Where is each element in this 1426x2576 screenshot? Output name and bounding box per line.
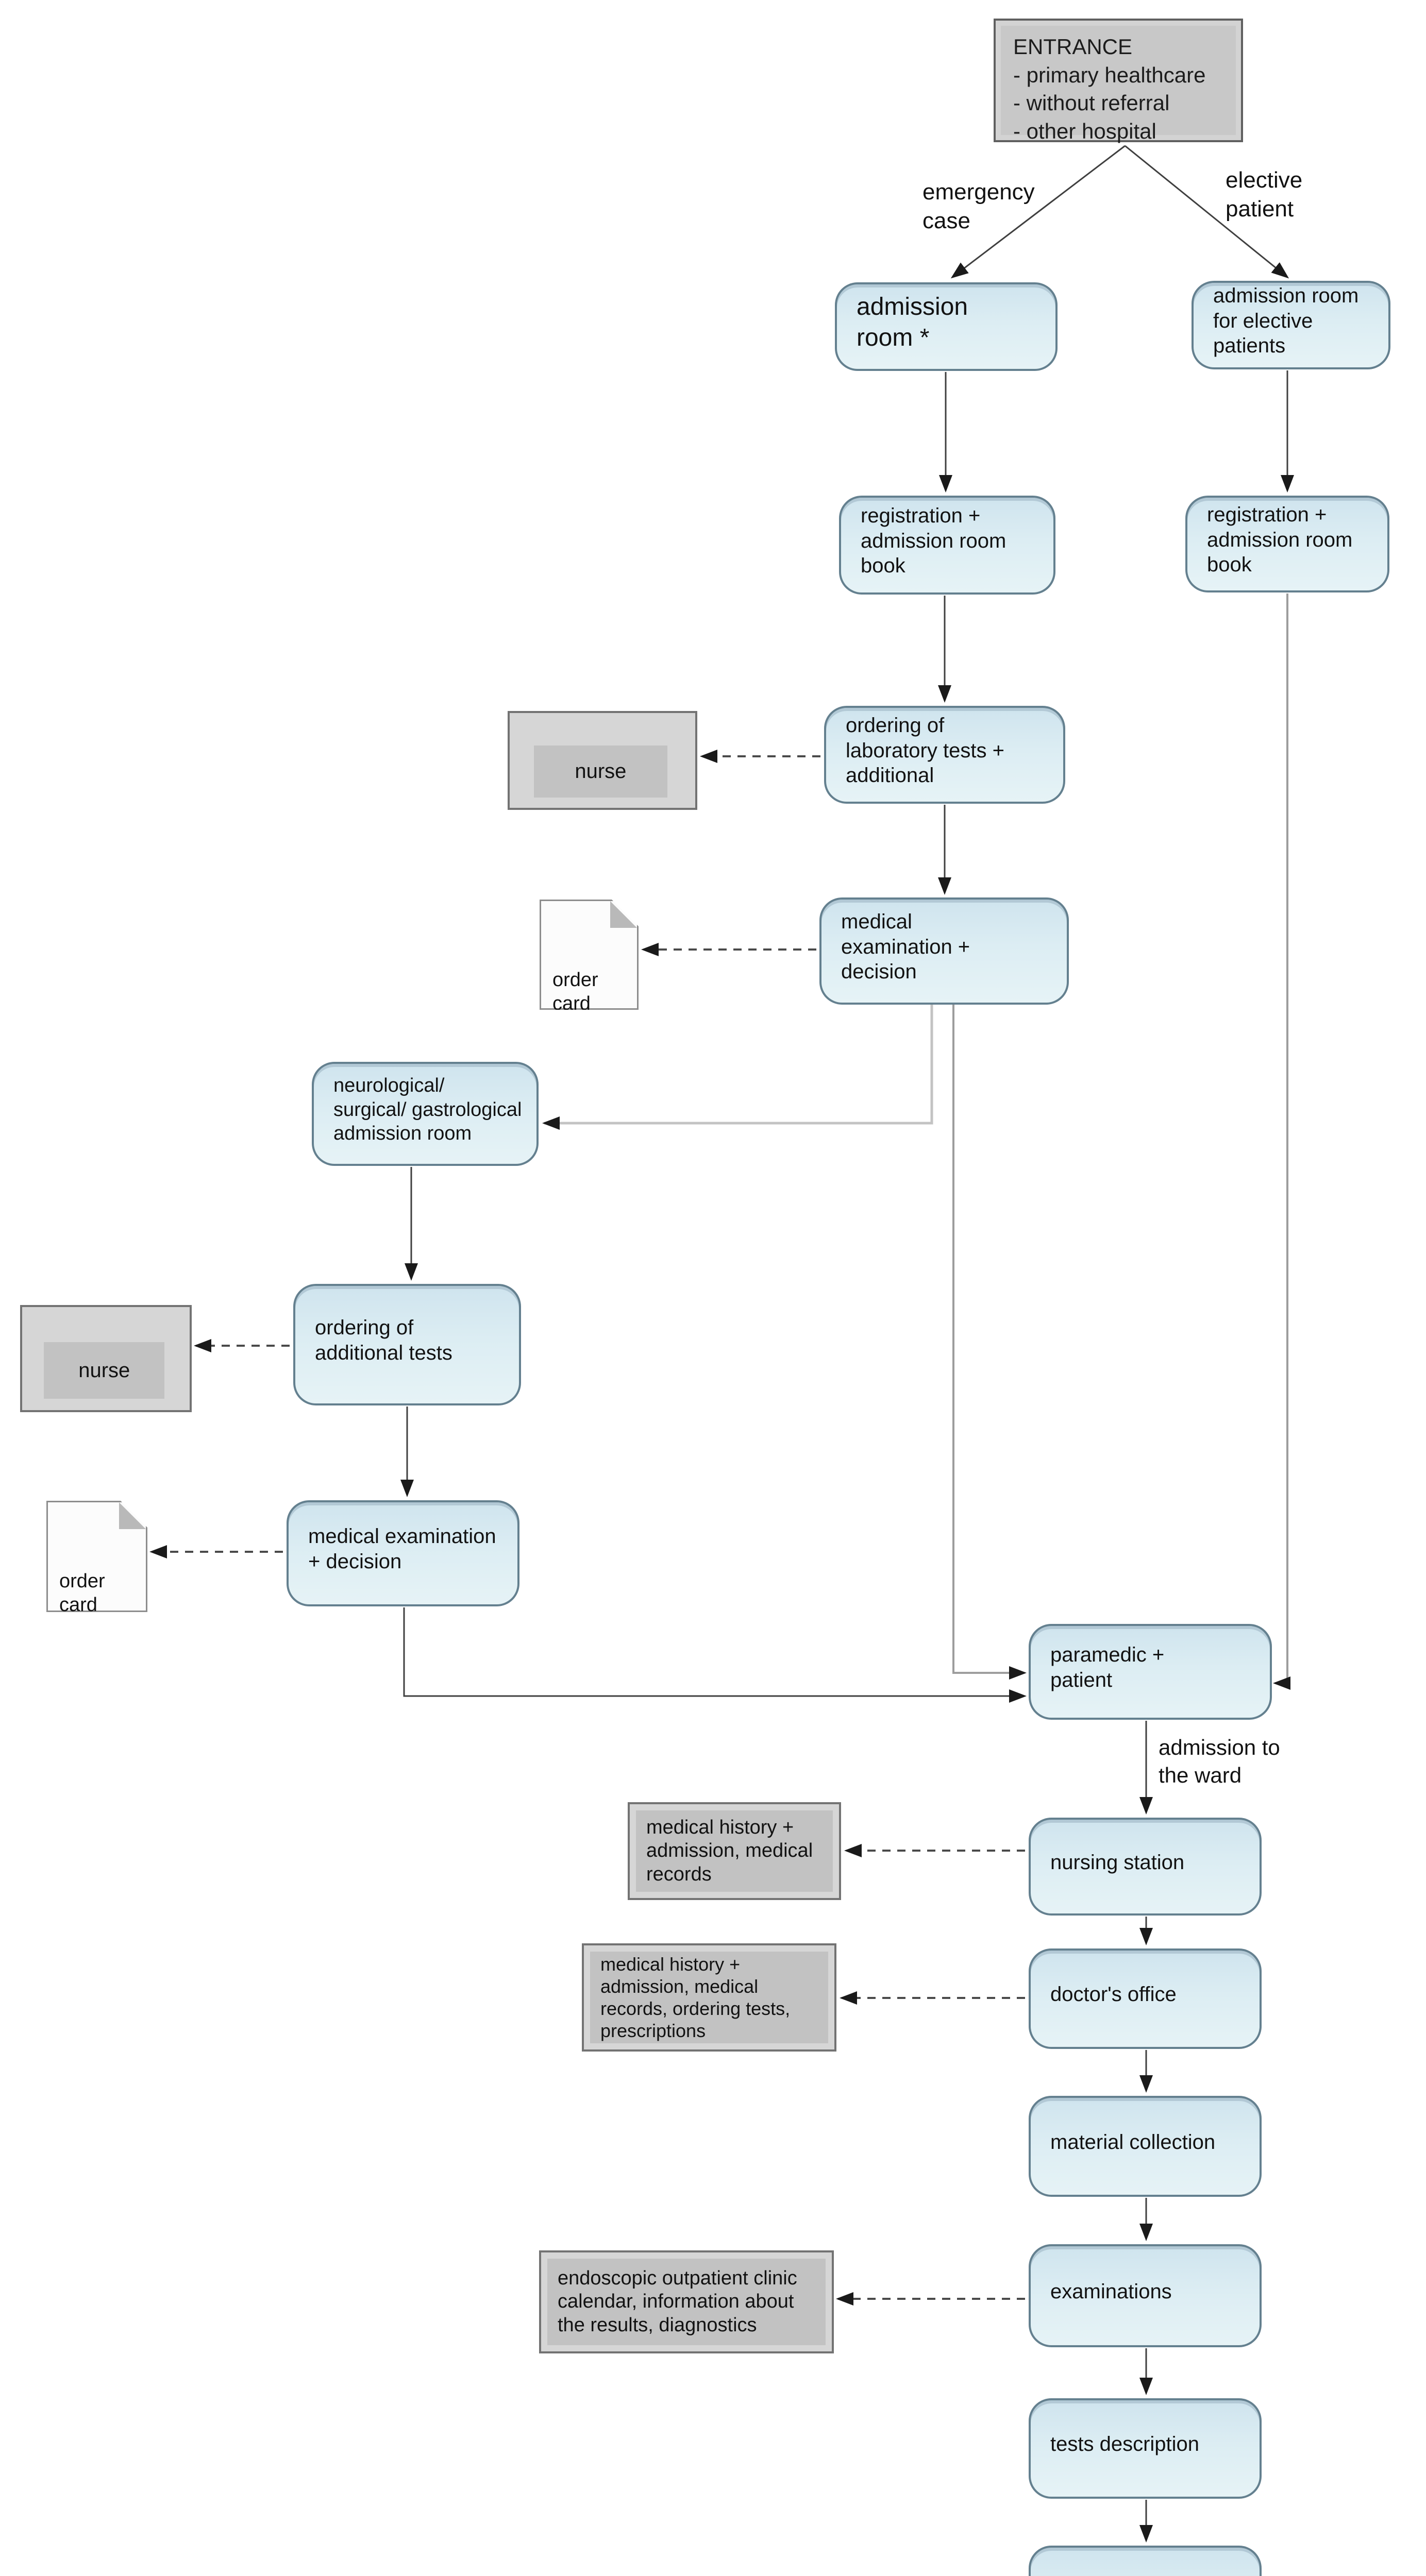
- edge-label-admission-to-ward: admission to the ward: [1159, 1735, 1280, 1787]
- document-endoscopic-info: endoscopic outpatient clinic calendar, i…: [539, 2250, 834, 2353]
- document-order-card-2: order card: [46, 1501, 147, 1612]
- edge-entrance-admission-room-elective: [1125, 145, 1289, 279]
- node-material-collection: material collection: [1029, 2096, 1262, 2197]
- node-medical-exam-2: medical examination + decision: [287, 1500, 519, 1606]
- document-records-doctor: medical history + admission, medical rec…: [582, 1943, 836, 2052]
- document-endoscopic-info-label: endoscopic outpatient clinic calendar, i…: [547, 2259, 826, 2345]
- edge-entrance-admission-room: [950, 145, 1126, 279]
- document-order-card-2-label: order card: [59, 1570, 105, 1616]
- node-doctors-office: doctor's office: [1029, 1948, 1262, 2049]
- node-paramedic-patient: paramedic + patient: [1029, 1624, 1272, 1720]
- node-admission-room-elective: admission room for elective patients: [1192, 281, 1390, 369]
- document-order-card-1: order card: [540, 900, 639, 1010]
- edge-medical-exam-1-neuro: [542, 1005, 933, 1130]
- actor-nurse-top: nurse: [508, 711, 697, 810]
- node-neuro-admission-room: neurological/ surgical/ gastrological ad…: [312, 1062, 539, 1166]
- document-records-nursing-label: medical history + admission, medical rec…: [636, 1810, 833, 1892]
- node-examinations: examinations: [1029, 2244, 1262, 2347]
- actor-nurse-left: nurse: [20, 1305, 192, 1412]
- node-ordering-additional-tests: ordering of additional tests: [293, 1284, 521, 1405]
- edge-medical-exam-2-paramedic: [403, 1607, 1027, 1703]
- document-order-card-1-label: order card: [552, 969, 598, 1014]
- actor-nurse-left-label: nurse: [44, 1342, 165, 1399]
- actor-nurse-top-label: nurse: [533, 745, 667, 798]
- node-entrance: ENTRANCE - primary healthcare - without …: [994, 19, 1243, 143]
- node-nursing-station: nursing station: [1029, 1818, 1262, 1916]
- node-ordering-lab-tests: ordering of laboratory tests + additiona…: [824, 706, 1065, 804]
- node-registration-emergency: registration + admission room book: [839, 496, 1055, 595]
- node-admission-room: admission room *: [835, 282, 1058, 371]
- edge-label-elective-patient: elective patient: [1226, 167, 1303, 222]
- node-medical-exam-1: medical examination + decision: [819, 897, 1069, 1005]
- edge-medical-exam-1-paramedic: [952, 1005, 1027, 1680]
- document-records-nursing: medical history + admission, medical rec…: [628, 1802, 841, 1900]
- edge-registration-elective-paramedic: [1273, 594, 1290, 1690]
- node-registration-elective: registration + admission room book: [1185, 496, 1389, 592]
- document-records-doctor-label: medical history + admission, medical rec…: [590, 1952, 828, 2043]
- node-treatment-process: treatment process: [1029, 2546, 1262, 2576]
- edge-label-emergency-case: emergency case: [922, 179, 1035, 234]
- node-tests-description: tests description: [1029, 2398, 1262, 2499]
